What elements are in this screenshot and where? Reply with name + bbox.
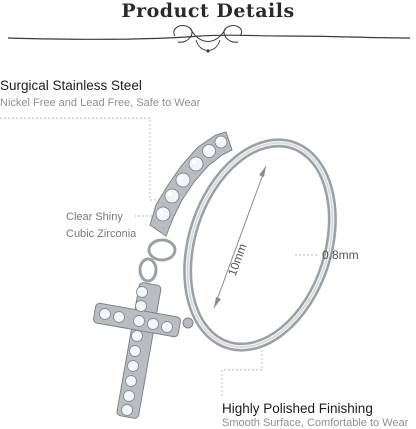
diameter-line bbox=[213, 165, 267, 309]
page-title: Product Details bbox=[121, 0, 295, 22]
material-title: Surgical Stainless Steel bbox=[0, 78, 142, 93]
material-subtitle: Nickel Free and Lead Free, Safe to Wear bbox=[0, 97, 201, 109]
zirconia-row bbox=[149, 131, 233, 237]
cross-pendant bbox=[93, 282, 181, 419]
finish-title: Highly Polished Finishing bbox=[222, 401, 373, 416]
thickness-label: 0.8mm bbox=[322, 248, 359, 262]
ring-clasp-end bbox=[182, 317, 194, 329]
stone-label-line1: Clear Shiny bbox=[66, 211, 123, 223]
callout-guides bbox=[0, 117, 318, 397]
finish-subtitle: Smooth Surface, Comfortable to Wear bbox=[222, 417, 409, 429]
title-flourish-ornament bbox=[7, 25, 411, 53]
stone-label-line2: Cubic Zirconia bbox=[66, 228, 137, 240]
stone-label: Clear Shiny Cubic Zirconia bbox=[66, 209, 136, 243]
dangle-loops bbox=[138, 238, 177, 283]
